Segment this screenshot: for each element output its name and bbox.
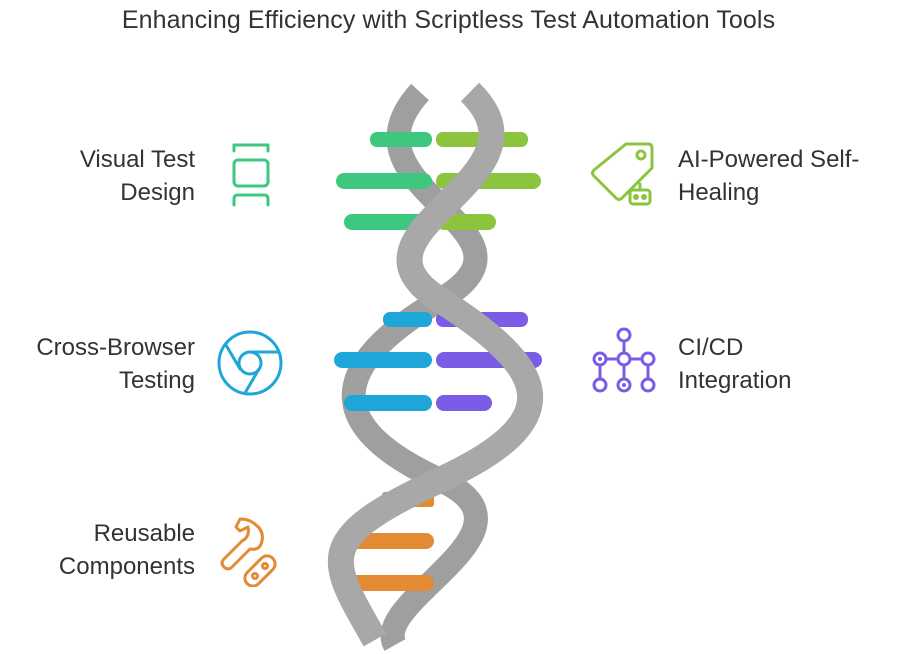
label-line-1: Reusable bbox=[93, 520, 195, 547]
rung-green-2 bbox=[336, 173, 432, 189]
rung-blue-1 bbox=[383, 312, 432, 327]
rung-blue-2 bbox=[334, 352, 432, 368]
label-line-2: Design bbox=[120, 179, 195, 206]
wrench-tools-icon bbox=[220, 517, 277, 587]
rung-lime-3 bbox=[436, 214, 496, 230]
rung-green-1 bbox=[370, 132, 432, 147]
page-title: Enhancing Efficiency with Scriptless Tes… bbox=[121, 6, 776, 34]
label-line-1: Visual Test bbox=[79, 146, 195, 173]
label-line-1: AI-Powered Self- bbox=[678, 146, 860, 173]
label-reusable-components: Reusable Components bbox=[59, 517, 195, 583]
label-line-2: Integration bbox=[678, 367, 792, 394]
frame-select-icon bbox=[232, 143, 270, 207]
rungs-group-2 bbox=[334, 312, 542, 411]
tag-robot-icon bbox=[591, 142, 654, 206]
label-line-2: Testing bbox=[118, 367, 195, 394]
label-ci-cd-integration: CI/CD Integration bbox=[678, 331, 791, 397]
rung-purple-3 bbox=[436, 395, 492, 411]
chrome-browser-icon bbox=[217, 330, 283, 396]
label-line-2: Healing bbox=[678, 179, 760, 206]
pipeline-nodes-icon bbox=[592, 327, 656, 393]
label-line-1: Cross-Browser bbox=[36, 334, 195, 361]
rung-blue-3 bbox=[344, 395, 432, 411]
label-line-2: Components bbox=[58, 553, 195, 580]
label-cross-browser-testing: Cross-Browser Testing bbox=[36, 331, 195, 397]
label-ai-powered-self-healing: AI-Powered Self- Healing bbox=[678, 143, 859, 209]
rung-orange-3 bbox=[344, 575, 434, 591]
helix-back-strand bbox=[341, 83, 488, 651]
helix-front-strand bbox=[327, 82, 544, 647]
label-line-1: CI/CD bbox=[678, 334, 744, 361]
label-visual-test-design: Visual Test Design bbox=[80, 143, 195, 209]
